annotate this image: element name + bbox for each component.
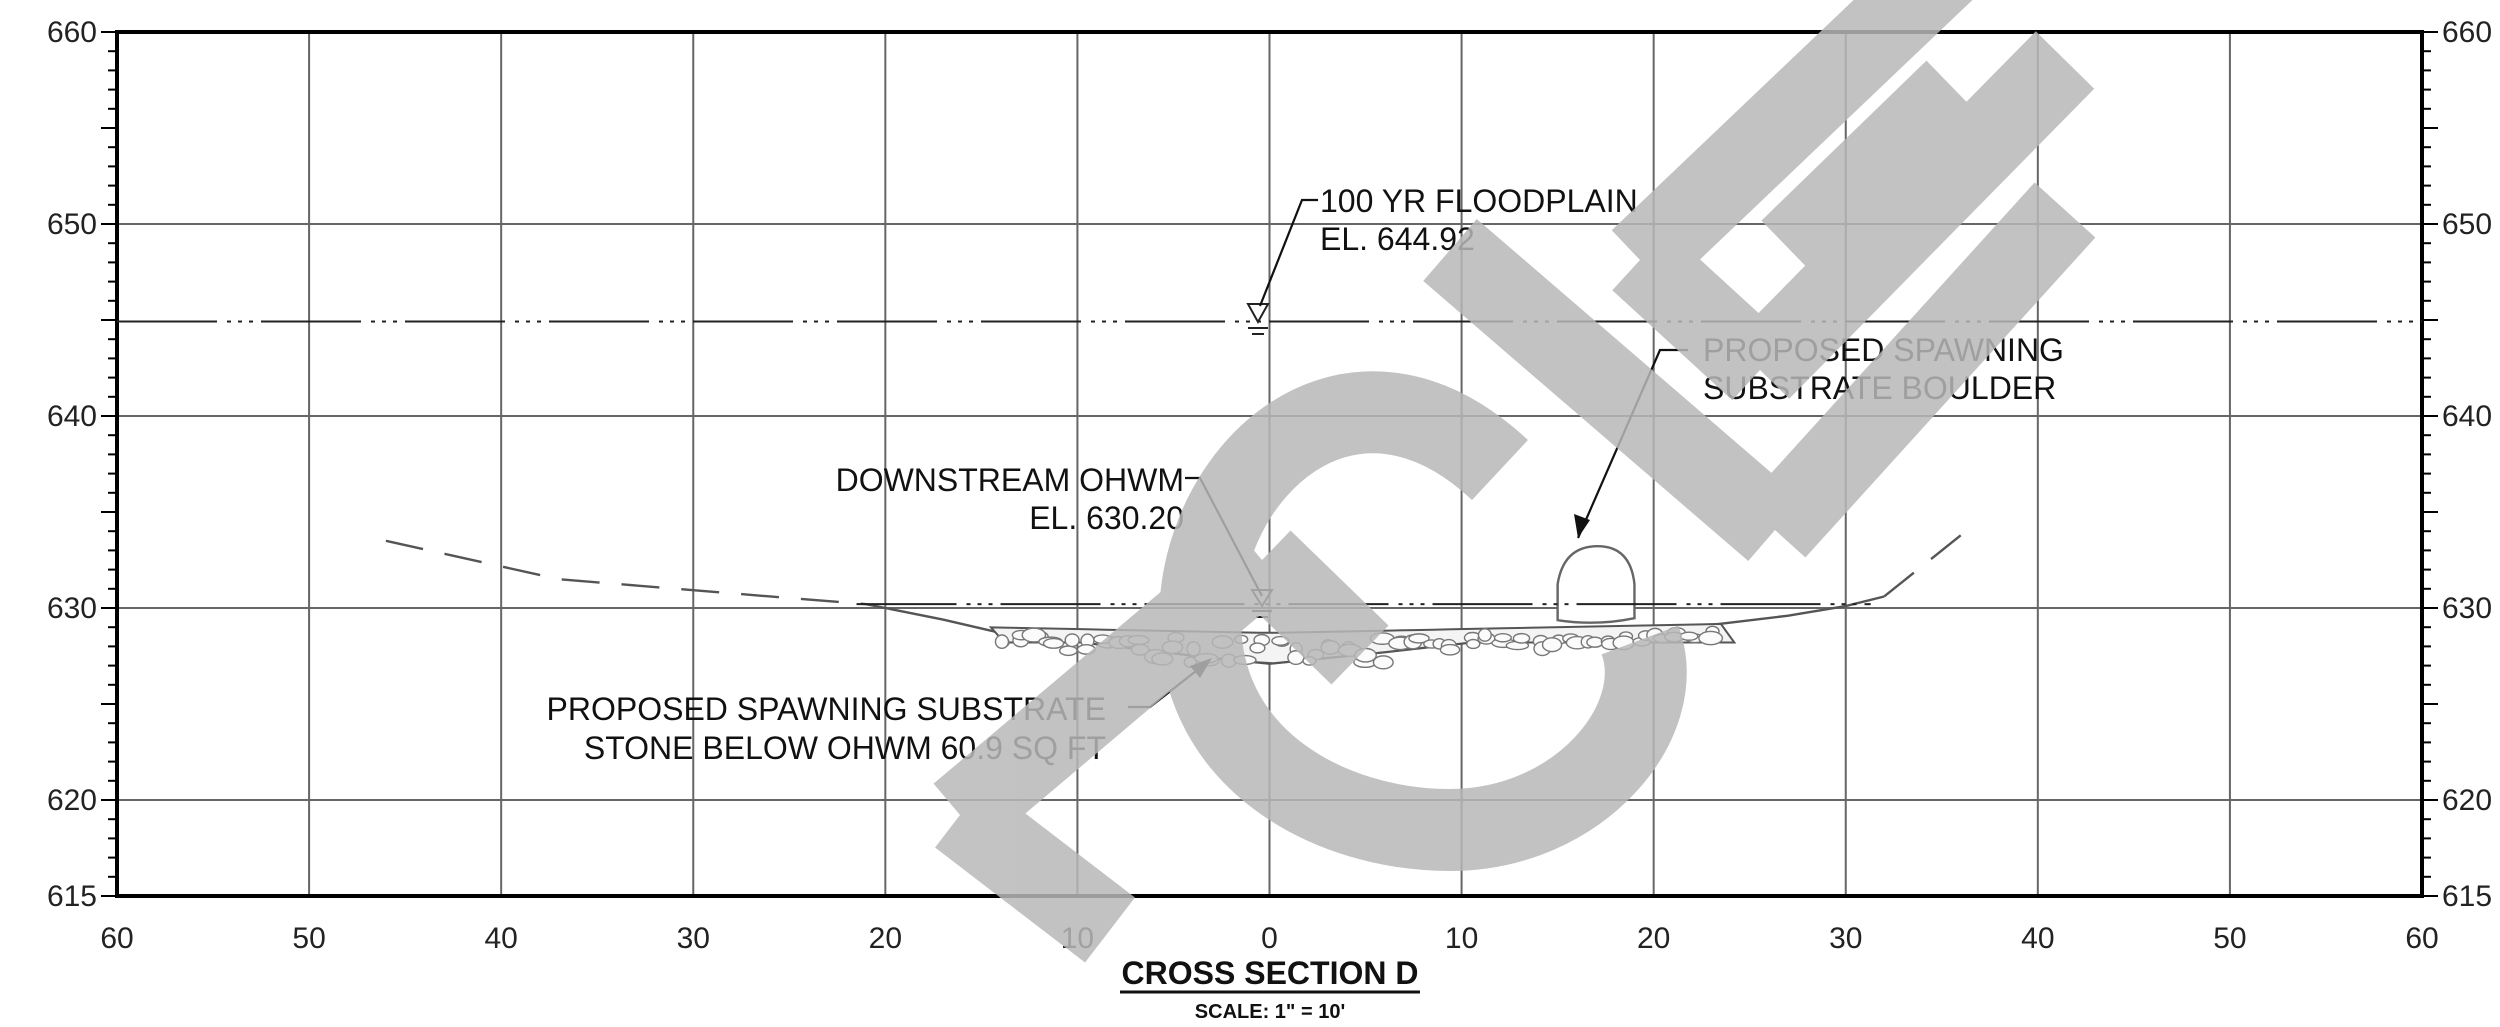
x-tick-label: 0 [1261,922,1278,955]
pebble [1465,638,1481,650]
x-tick-label: 40 [484,922,517,955]
x-tick-label: 20 [1637,922,1670,955]
pebble [1541,637,1563,653]
x-tick-label: 40 [2021,922,2054,955]
pebble [1408,633,1430,644]
pebble [1249,642,1266,654]
pebble [994,634,1010,649]
watermark [933,0,2096,963]
floodplain-leader [1258,198,1318,307]
plot-frame [115,30,2424,898]
y-tick-label-right: 640 [2442,400,2492,433]
watermark-e-upper [1611,0,2095,401]
y-tick-label-right: 660 [2442,16,2492,49]
drawing-title: CROSS SECTION D [1122,955,1419,991]
pebble [1064,633,1080,648]
ohwm-label: DOWNSTREAM OHWM [836,462,1184,498]
y-tick-label-left: 615 [47,880,97,913]
pebble [1512,632,1531,644]
y-tick-label-right: 630 [2442,592,2492,625]
y-tick-label-right: 650 [2442,208,2492,241]
pebble [1477,628,1492,642]
y-tick-label-left: 660 [47,16,97,49]
x-tick-label: 60 [100,922,133,955]
floodplain-elevation: EL. 644.92 [1320,221,1475,257]
x-tick-label: 50 [2213,922,2246,955]
pebble [1679,631,1699,641]
y-tick-label-left: 650 [47,208,97,241]
x-tick-label: 20 [869,922,902,955]
y-tick-label-left: 630 [47,592,97,625]
pebble [1493,632,1512,643]
watermark-g [1158,371,1687,872]
pebble [1586,636,1604,648]
pebble [1042,637,1065,649]
floodplain-label: 100 YR FLOODPLAIN [1320,183,1638,219]
x-tick-label: 50 [292,922,325,955]
x-tick-label: 10 [1445,922,1478,955]
existing-ground-dashed-right [1883,534,1962,598]
pebble [1372,655,1394,670]
y-axis-labels-left: 660 650 640 630 620 615 [47,16,97,913]
boulder-arrow-icon [1574,514,1590,538]
floodplain-symbol-icon [1246,303,1270,335]
y-tick-label-left: 620 [47,784,97,817]
watermark-l [1423,182,2096,562]
existing-ground-dashed [385,539,867,606]
x-tick-label: 30 [677,922,710,955]
pebble [1058,645,1078,657]
y-tick-label-right: 620 [2442,784,2492,817]
y-tick-label-left: 640 [47,400,97,433]
spawning-boulder [1556,544,1636,624]
pebble [1698,630,1724,646]
scale-note: SCALE: 1" = 10' [1195,1001,1345,1023]
x-tick-label: 30 [1829,922,1862,955]
pebble [1021,627,1047,643]
y-tick-label-right: 615 [2442,880,2492,913]
pebble [1439,643,1461,656]
y-axis-labels-right: 660 650 640 630 620 615 [2442,16,2492,913]
ohwm-elevation: EL. 630.20 [1029,500,1184,536]
x-tick-label: 60 [2405,922,2438,955]
